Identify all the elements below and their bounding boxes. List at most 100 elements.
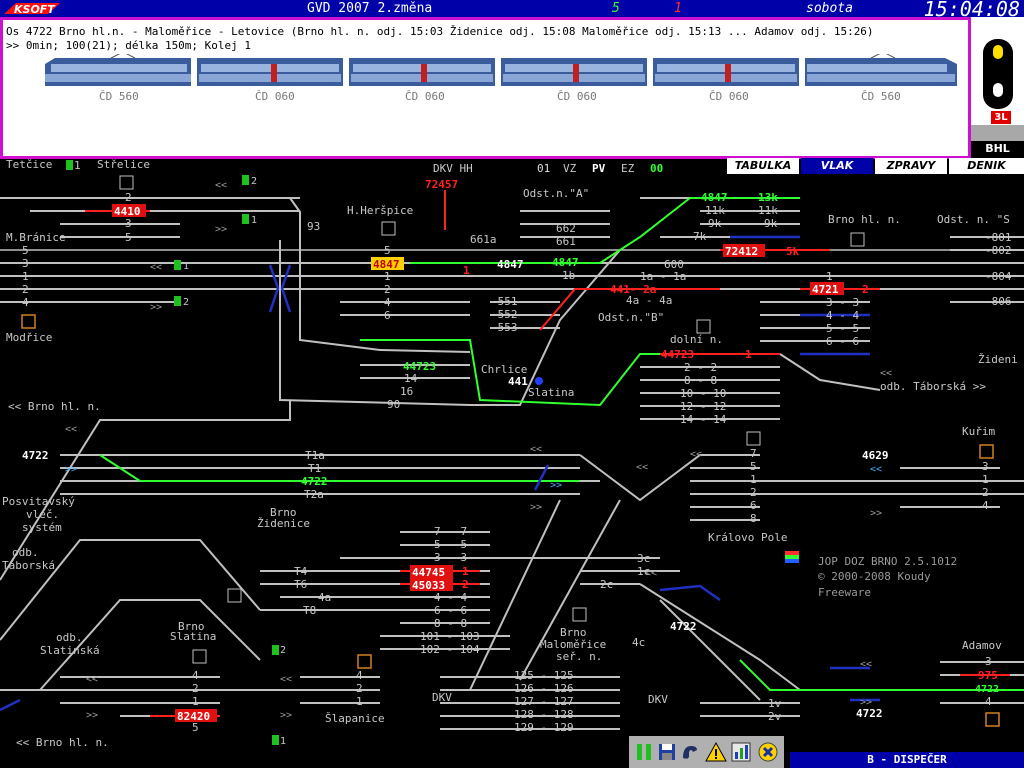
phone-icon[interactable]: [679, 740, 701, 764]
track-1c[interactable]: 1c: [637, 565, 650, 578]
train-44745[interactable]: 44745: [412, 566, 445, 579]
track-1v[interactable]: 1v: [768, 697, 782, 710]
save-icon[interactable]: [656, 740, 678, 764]
close-icon[interactable]: [757, 740, 779, 764]
svg-text:102 - 104: 102 - 104: [420, 643, 480, 656]
vehicle-4: [501, 58, 647, 86]
train-route-line: Os 4722 Brno hl.n. - Maloměřice - Letovi…: [6, 25, 874, 38]
svg-text:126 - 126: 126 - 126: [514, 682, 574, 695]
pause-icon[interactable]: [633, 740, 655, 764]
track-13k[interactable]: 13k: [758, 191, 778, 204]
vehicle-6: [805, 54, 957, 86]
track-T1a[interactable]: T1a: [305, 449, 325, 462]
track-4c[interactable]: 4c: [632, 636, 645, 649]
signal-panel[interactable]: 3L BHL: [971, 17, 1024, 157]
train-44723-b[interactable]: 44723: [661, 348, 694, 361]
train-4629[interactable]: 4629: [862, 449, 889, 462]
track-11k-b[interactable]: 11k: [758, 204, 778, 217]
train-44723-a[interactable]: 44723: [403, 360, 436, 373]
track-552[interactable]: -552: [491, 308, 518, 321]
train-82420[interactable]: 82420: [177, 710, 210, 723]
svg-text:8 - 8: 8 - 8: [434, 617, 467, 630]
track-T6[interactable]: T6: [294, 578, 307, 591]
tab-tabulka[interactable]: TABULKA: [727, 158, 799, 174]
svg-text:4 - 4: 4 - 4: [826, 309, 859, 322]
train-4722-d[interactable]: 4722: [856, 707, 883, 720]
train-4410[interactable]: 4410: [114, 205, 141, 218]
svg-text:5 - 5: 5 - 5: [826, 322, 859, 335]
station-odb-tab-2: Táborská: [2, 559, 55, 572]
svg-text:4 - 4: 4 - 4: [434, 591, 467, 604]
station-posvit-2: vleč.: [26, 508, 59, 521]
svg-text:2: 2: [183, 297, 189, 308]
track-661[interactable]: 661: [556, 235, 576, 248]
track-T2a[interactable]: T2a: [304, 488, 324, 501]
track-T4[interactable]: T4: [294, 565, 308, 578]
train-4847-d[interactable]: 4847: [701, 191, 728, 204]
train-72457[interactable]: 72457: [425, 178, 458, 191]
station-odst-s: Odst. n. "S: [937, 213, 1010, 226]
track-9k-b[interactable]: 9k: [764, 217, 778, 230]
train-4722-b[interactable]: 4722: [301, 475, 328, 488]
train-4721[interactable]: 4721: [812, 283, 839, 296]
track-16[interactable]: 16: [400, 385, 413, 398]
track-806[interactable]: -806: [985, 295, 1012, 308]
train-72412[interactable]: 72412: [725, 245, 758, 258]
track-14[interactable]: 14: [404, 372, 418, 385]
track-schema[interactable]: Tetčice 1 Střelice M.Bránice Modřice H.H…: [0, 157, 1024, 752]
track-804[interactable]: -804: [985, 270, 1012, 283]
track-553[interactable]: -553: [491, 321, 518, 334]
track-T8[interactable]: T8: [303, 604, 316, 617]
track-661a[interactable]: 661a: [470, 233, 497, 246]
track-801[interactable]: -801: [985, 231, 1012, 244]
svg-text:127 - 127: 127 - 127: [514, 695, 574, 708]
svg-text:>>: >>: [870, 508, 882, 519]
track-2c[interactable]: 2c: [600, 578, 613, 591]
track-802[interactable]: -802: [985, 244, 1012, 257]
track-T1[interactable]: T1: [308, 462, 321, 475]
vehicle-1: [45, 54, 191, 86]
track-11k[interactable]: 11k: [705, 204, 725, 217]
svg-text:2: 2: [356, 682, 363, 695]
svg-text:101 - 103: 101 - 103: [420, 630, 480, 643]
warning-icon[interactable]: [705, 740, 727, 764]
svg-text:1: 1: [183, 261, 189, 272]
train-4847-c[interactable]: 4847: [552, 256, 579, 269]
track-90[interactable]: 90: [387, 398, 400, 411]
svg-text:2: 2: [862, 283, 869, 296]
tab-vlak[interactable]: VLAK: [801, 158, 873, 174]
train-4847-a[interactable]: 4847: [373, 258, 400, 271]
train-4722-adamov[interactable]: 4722: [975, 684, 999, 695]
station-mal-3: seř. n.: [556, 650, 602, 663]
track-2v[interactable]: 2v: [768, 710, 782, 723]
station-brno-zid-1: Brno: [270, 506, 297, 519]
track-551[interactable]: -551: [491, 295, 518, 308]
track-1b[interactable]: 1b: [562, 269, 575, 282]
train-4722-a[interactable]: 4722: [22, 449, 49, 462]
copyright-line-3: Freeware: [818, 586, 871, 599]
chart-icon[interactable]: [730, 740, 752, 764]
track-7k[interactable]: 7k: [693, 230, 707, 243]
link-to-brno-hl[interactable]: << Brno hl. n.: [8, 400, 101, 413]
train-4722-c[interactable]: 4722: [670, 620, 697, 633]
track-9k[interactable]: 9k: [708, 217, 722, 230]
track-93[interactable]: 93: [307, 220, 320, 233]
tab-zpravy[interactable]: ZPRAVY: [875, 158, 947, 174]
svg-text:1a - 1a: 1a - 1a: [640, 270, 686, 283]
track-5k[interactable]: 5k: [786, 245, 800, 258]
track-662[interactable]: 662: [556, 222, 576, 235]
train-4847-b[interactable]: 4847: [497, 258, 524, 271]
svg-text:5: 5: [750, 460, 757, 473]
link-to-brno-hl-2[interactable]: << Brno hl. n.: [16, 736, 109, 749]
tab-denik[interactable]: DENIK: [949, 158, 1024, 174]
train-975[interactable]: 975: [978, 669, 998, 682]
track-4a[interactable]: 4a: [318, 591, 331, 604]
station-slatina: Slatina: [528, 386, 574, 399]
track-600[interactable]: 600: [664, 258, 684, 271]
track-3c[interactable]: 3c: [637, 552, 650, 565]
train-info-panel: Os 4722 Brno hl.n. - Maloměřice - Letovi…: [0, 17, 971, 159]
train-45033[interactable]: 45033: [412, 579, 445, 592]
train-consist: ČD 560 ČD 060 ČD 060 ČD 060 ČD 060 ČD 56…: [45, 54, 957, 102]
svg-text:6: 6: [384, 309, 391, 322]
train-441[interactable]: 441: [508, 375, 528, 388]
